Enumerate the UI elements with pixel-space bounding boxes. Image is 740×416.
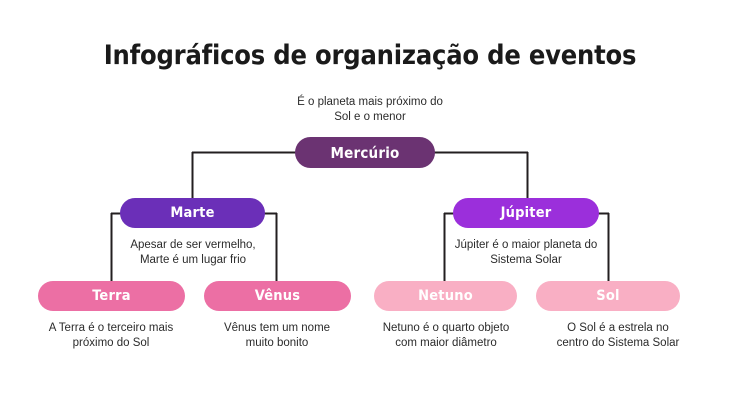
caption-line: É o planeta mais próximo do bbox=[297, 96, 443, 108]
caption-line: muito bonito bbox=[245, 336, 309, 349]
caption-line: Netuno é o quarto objeto bbox=[382, 322, 510, 334]
caption-line: Sistema Solar bbox=[490, 253, 562, 266]
caption-line: A Terra é o terceiro mais bbox=[48, 322, 174, 334]
caption-line: Apesar de ser vermelho, bbox=[130, 239, 256, 251]
caption-line: Vênus tem um nome bbox=[223, 322, 331, 334]
caption-netuno: Netuno é o quarto objeto com maior diâme… bbox=[358, 321, 534, 350]
page-title: Infográficos de organização de eventos bbox=[103, 40, 637, 71]
node-venus[interactable]: Vênus bbox=[204, 281, 351, 311]
caption-line: Marte é um lugar frio bbox=[139, 253, 247, 266]
caption-sol: O Sol é a estrela no centro do Sistema S… bbox=[528, 321, 708, 350]
node-netuno[interactable]: Netuno bbox=[374, 281, 517, 311]
caption-jupiter: Júpiter é o maior planeta do Sistema Sol… bbox=[436, 238, 616, 267]
caption-line: próximo do Sol bbox=[72, 336, 150, 349]
node-sol[interactable]: Sol bbox=[536, 281, 680, 311]
caption-line: O Sol é a estrela no bbox=[567, 322, 669, 334]
node-terra[interactable]: Terra bbox=[38, 281, 185, 311]
caption-mercurio: É o planeta mais próximo do Sol e o meno… bbox=[270, 95, 470, 124]
caption-marte: Apesar de ser vermelho, Marte é um lugar… bbox=[110, 238, 276, 267]
caption-terra: A Terra é o terceiro mais próximo do Sol bbox=[20, 321, 202, 350]
node-marte[interactable]: Marte bbox=[120, 198, 265, 228]
caption-line: Sol e o menor bbox=[334, 110, 406, 123]
node-jupiter[interactable]: Júpiter bbox=[453, 198, 599, 228]
caption-venus: Vênus tem um nome muito bonito bbox=[194, 321, 360, 350]
caption-line: Júpiter é o maior planeta do bbox=[454, 239, 598, 251]
node-mercurio[interactable]: Mercúrio bbox=[295, 137, 435, 168]
caption-line: centro do Sistema Solar bbox=[556, 336, 680, 349]
caption-line: com maior diâmetro bbox=[395, 336, 497, 349]
